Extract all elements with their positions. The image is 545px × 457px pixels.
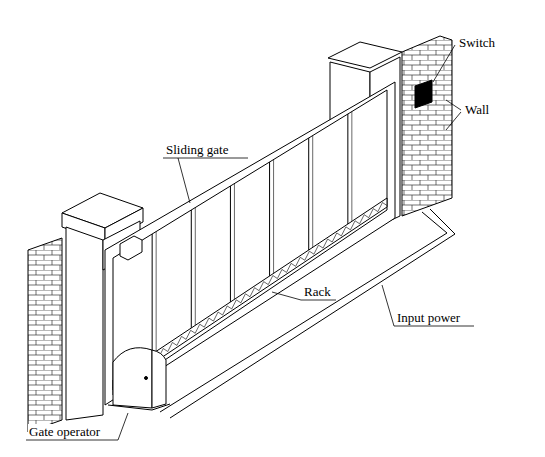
part-label: Gate operator — [28, 424, 101, 439]
gate-bar — [152, 234, 153, 354]
gate-bar — [191, 210, 192, 328]
gate-inner-frame — [113, 90, 387, 395]
switch-box — [415, 80, 432, 108]
gate-bar — [312, 136, 313, 248]
leader-lines — [26, 45, 474, 440]
part-label: Switch — [458, 35, 496, 50]
part-label: Wall — [464, 102, 490, 117]
gate-bar — [234, 184, 235, 300]
gate-bar — [156, 232, 157, 352]
gate-bar — [308, 138, 309, 250]
gate-bar — [195, 208, 196, 326]
gate-bar — [351, 112, 352, 222]
gate-bar — [230, 186, 231, 302]
part-label: Input power — [396, 310, 461, 325]
part-label: Rack — [303, 284, 332, 299]
gate-bars — [152, 112, 352, 354]
gate-bar — [347, 114, 348, 224]
gate-bar — [273, 160, 274, 274]
gate-bracket — [120, 236, 142, 260]
left-wall — [28, 238, 62, 432]
gate-bar — [269, 162, 270, 276]
gate-operator — [108, 348, 170, 410]
part-label: Sliding gate — [165, 142, 229, 157]
